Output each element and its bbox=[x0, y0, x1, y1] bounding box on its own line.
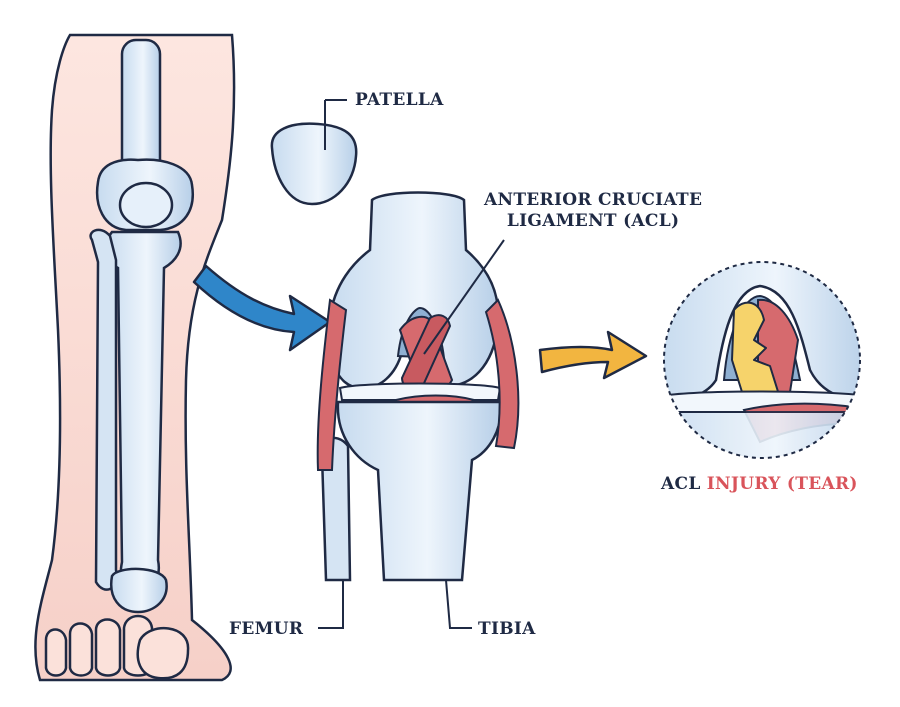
label-acl-injury: ACL INJURY (TEAR) bbox=[661, 474, 858, 495]
label-femur: FEMUR bbox=[229, 619, 303, 640]
tibia-bone bbox=[336, 400, 502, 582]
label-acl: ANTERIOR CRUCIATE LIGAMENT (ACL) bbox=[484, 190, 702, 233]
yellow-arrow bbox=[538, 330, 648, 380]
acl-leader-line bbox=[423, 239, 505, 355]
label-femur-text: FEMUR bbox=[229, 619, 304, 639]
knee-joint-illustration bbox=[316, 191, 520, 629]
blue-arrow bbox=[192, 264, 332, 352]
acl-injury-zoom bbox=[663, 261, 861, 459]
label-acl-line2: LIGAMENT (ACL) bbox=[506, 211, 680, 232]
leg-fibula-bone bbox=[89, 228, 118, 591]
leg-ankle bbox=[109, 567, 168, 614]
label-injury-suffix: (TEAR) bbox=[786, 474, 858, 494]
tibia-leader-line bbox=[445, 579, 472, 629]
medial-collateral-ligament bbox=[484, 298, 520, 450]
zoom-circle-border bbox=[663, 261, 861, 459]
leg-patella bbox=[118, 181, 174, 229]
label-tibia-text: TIBIA bbox=[478, 619, 536, 639]
patella-bone bbox=[270, 122, 358, 206]
label-patella: PATELLA bbox=[355, 90, 444, 111]
label-injury-prefix: ACL bbox=[661, 474, 701, 494]
label-acl-line1: ANTERIOR CRUCIATE bbox=[484, 190, 703, 210]
lateral-collateral-ligament bbox=[316, 298, 348, 471]
leg-illustration bbox=[34, 33, 236, 682]
label-injury-word: INJURY bbox=[706, 474, 781, 494]
label-tibia: TIBIA bbox=[478, 619, 536, 640]
leg-toes bbox=[44, 614, 190, 680]
label-patella-text: PATELLA bbox=[355, 90, 444, 110]
femur-leader-line bbox=[318, 580, 344, 629]
zoom-femur bbox=[664, 262, 860, 403]
